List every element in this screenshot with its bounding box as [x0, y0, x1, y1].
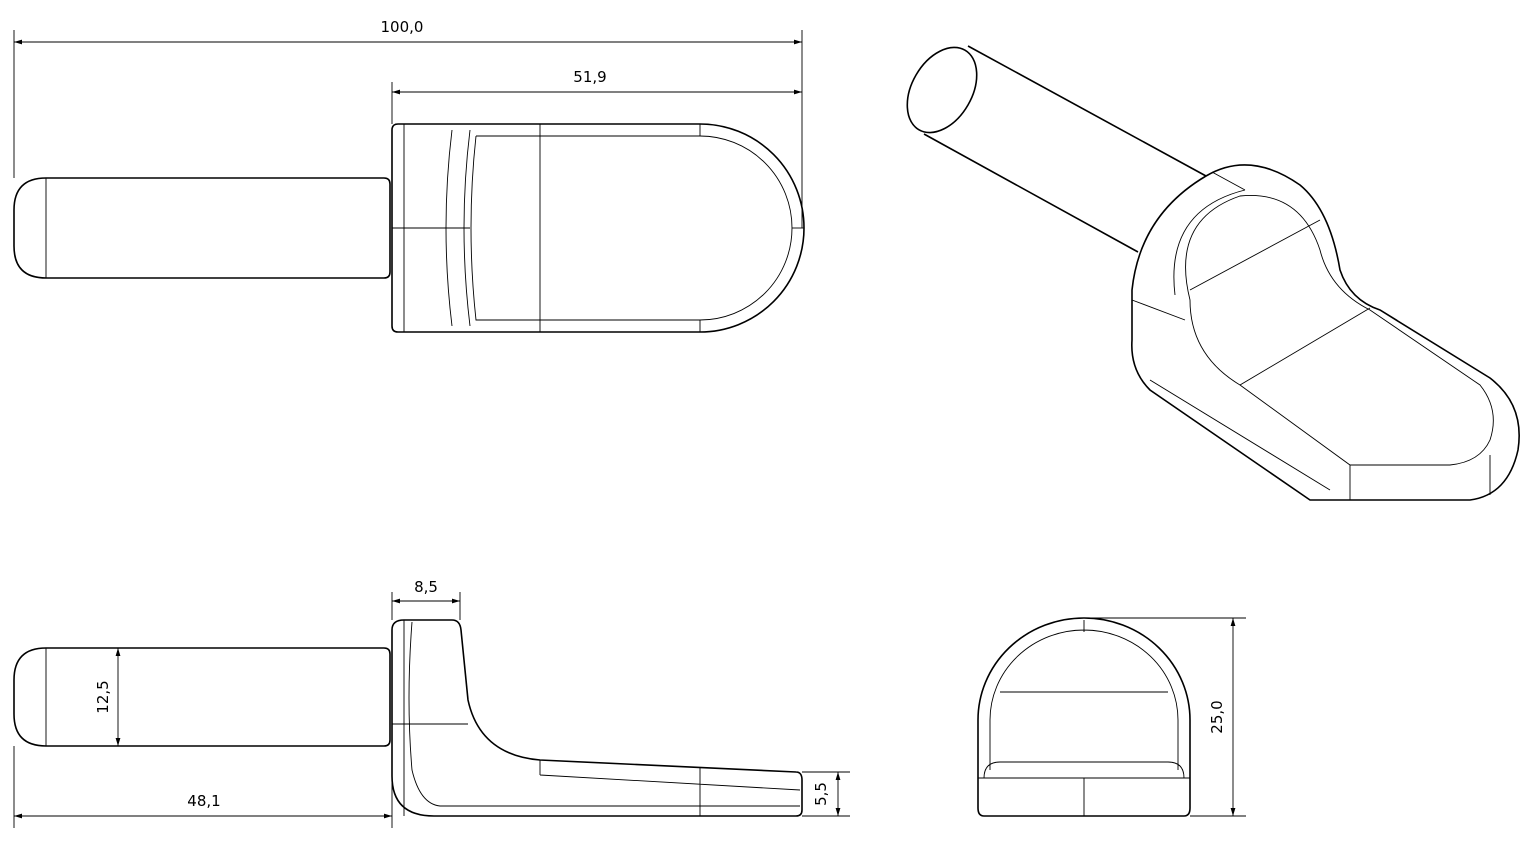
dimension-label: 5,5: [812, 782, 830, 806]
dimension-head-width: 25,0: [1084, 617, 1246, 817]
dimension-tip-thickness: 5,5: [802, 771, 850, 817]
dimension-label: 51,9: [573, 68, 606, 86]
dimension-overall-length: 100,0: [13, 18, 803, 228]
dimension-label: 48,1: [187, 792, 220, 810]
dimension-label: 8,5: [414, 578, 438, 596]
dimension-label: 12,5: [94, 680, 112, 713]
dimension-head-length: 51,9: [391, 68, 802, 124]
dimension-label: 100,0: [381, 18, 424, 36]
front-view: [977, 617, 1191, 817]
dimension-shaft-diameter: 12,5: [94, 648, 121, 746]
dimension-label: 25,0: [1208, 700, 1226, 733]
top-view: [13, 123, 805, 333]
dimension-shaft-length: 48,1: [13, 746, 393, 828]
isometric-view: [906, 45, 1520, 501]
side-view: [13, 619, 803, 817]
dimension-flange-thickness: 8,5: [391, 578, 461, 620]
